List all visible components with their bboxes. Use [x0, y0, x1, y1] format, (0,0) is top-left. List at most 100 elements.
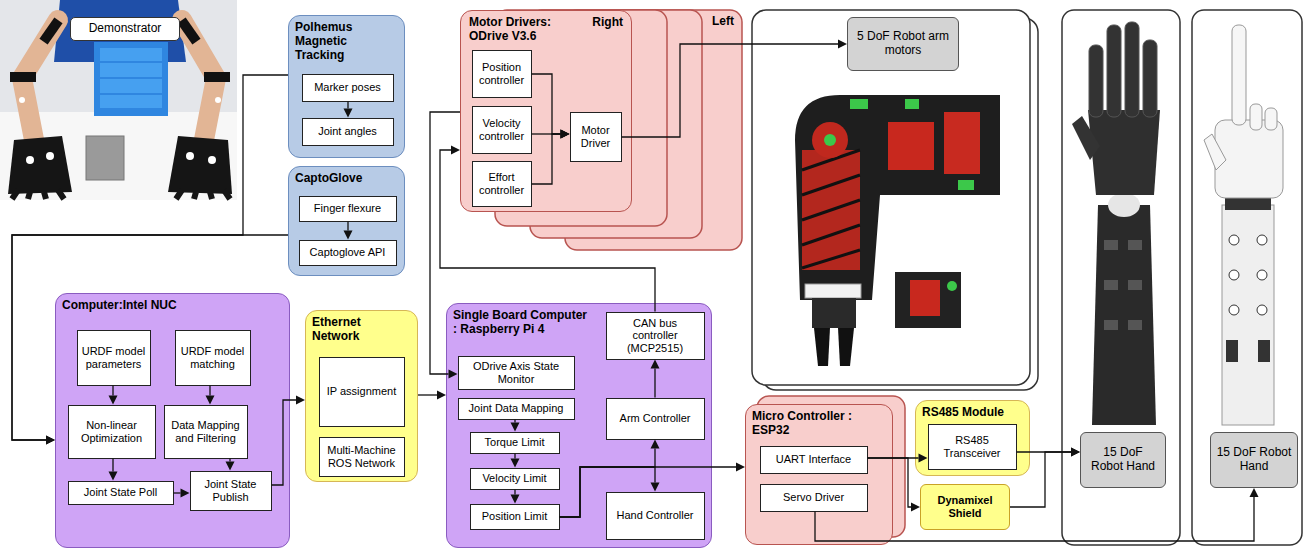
- process-box: Dynamixel Shield: [920, 484, 1010, 530]
- group-panel: Polhemus Magnetic TrackingMarker posesJo…: [288, 15, 405, 158]
- robot-arm-illustration-part: [958, 180, 974, 190]
- robot-arm-illustration-part: [944, 112, 980, 174]
- white-robot-hand-part: [1257, 270, 1267, 280]
- arrow-head: [511, 423, 520, 432]
- arrow-head: [911, 503, 920, 512]
- dark-robot-hand-part: [1128, 320, 1142, 330]
- dark-robot-hand-part: [1125, 22, 1139, 117]
- connector-arrow: [226, 459, 235, 471]
- robot-arm-illustration-part: [850, 99, 868, 109]
- node-text: Finger flexure: [314, 202, 381, 215]
- connector-arrow: [1010, 448, 1080, 508]
- white-robot-hand-part: [1229, 305, 1239, 315]
- dark-robot-hand-part: [1104, 240, 1118, 250]
- robot-arm-illustration-part: [905, 99, 919, 109]
- connector-line: [209, 386, 210, 396]
- photo-label: Demonstrator: [70, 17, 180, 41]
- demonstrator-photo-part: [12, 190, 64, 199]
- group-panel: Ethernet NetworkIP assignmentMulti-Machi…: [305, 310, 418, 482]
- connector-line: [12, 75, 288, 440]
- arrow-head: [46, 436, 55, 445]
- demonstrator-photo-part: [39, 17, 62, 44]
- process-box: Servo Driver: [760, 484, 868, 512]
- dark-robot-hand-part: [1107, 25, 1121, 117]
- demonstrator-photo-part: [22, 20, 58, 150]
- connector-line: [347, 222, 348, 231]
- connector-arrow: [418, 391, 446, 400]
- node-text: Non-linear Optimization: [73, 419, 151, 444]
- dark-robot-hand-part: [1128, 240, 1142, 250]
- group-heading: Polhemus Magnetic Tracking: [295, 21, 398, 62]
- arrow-head: [736, 463, 745, 472]
- white-robot-hand-part: [1265, 108, 1277, 130]
- arrow-head: [838, 40, 847, 49]
- dark-robot-hand-part: [1072, 116, 1100, 160]
- group-heading: Motor Drivers: ODrive V3.6: [469, 16, 587, 44]
- process-box: Multi-Machine ROS Network: [319, 437, 405, 477]
- node-text: Dynamixel Shield: [925, 494, 1005, 519]
- node-text: UART Interface: [776, 453, 851, 466]
- connector-arrow: [12, 75, 288, 445]
- robot-arm-illustration-part: [812, 298, 856, 328]
- node-text: Effort controller: [477, 171, 527, 196]
- group-panel: Computer:Intel NUCURDF model parametersU…: [55, 293, 290, 548]
- process-box: Finger flexure: [299, 196, 397, 222]
- node-text: Joint angles: [318, 125, 377, 138]
- connector-arrow: [511, 420, 520, 432]
- hand-panels-part: [1192, 10, 1302, 545]
- process-box: Joint State Poll: [68, 481, 174, 505]
- arrow-head: [651, 360, 660, 369]
- robot-arm-illustration-part: [888, 122, 934, 170]
- connector-line: [560, 449, 656, 518]
- arrow-head: [344, 231, 353, 240]
- arrow-head: [451, 146, 460, 155]
- process-box: URDF model parameters: [77, 330, 151, 386]
- arrow-head: [344, 109, 353, 118]
- group-panel: CaptoGloveFinger flexureCaptoglove API: [288, 166, 405, 276]
- process-box: Position controller: [472, 50, 532, 98]
- node-text: Servo Driver: [783, 491, 844, 504]
- robot-arm-illustration-part: [805, 284, 861, 298]
- connector-arrow: [12, 235, 288, 445]
- connector-arrow: [109, 386, 118, 405]
- white-robot-hand: [1204, 25, 1283, 425]
- arrow-head: [511, 495, 520, 504]
- demonstrator-photo-part: [94, 42, 168, 116]
- process-box: ODrive Axis State Monitor: [458, 356, 575, 390]
- connector-line: [112, 386, 113, 396]
- connector-line: [654, 369, 655, 398]
- white-robot-hand-part: [1250, 104, 1262, 130]
- demonstrator-photo-part: [0, 0, 237, 200]
- arrow-head: [181, 489, 190, 498]
- device-box: 5 DoF Robot arm motors: [847, 17, 959, 71]
- connector-arrow: [344, 102, 353, 118]
- node-text: Joint State Poll: [84, 486, 157, 499]
- demonstrator-photo-part: [46, 152, 54, 160]
- dark-robot-hand-part: [1088, 110, 1160, 195]
- white-robot-hand-part: [1257, 235, 1267, 245]
- connector-line: [112, 459, 113, 472]
- demonstrator-photo-part: [168, 136, 232, 194]
- process-box: Joint State Publish: [190, 471, 272, 511]
- robot-arm-illustration: [795, 95, 1000, 366]
- node-text: URDF model parameters: [82, 345, 146, 370]
- node-text: IP assignment: [327, 385, 397, 398]
- node-text: Velocity controller: [477, 117, 527, 142]
- arrow-head: [1071, 448, 1080, 457]
- node-text: Hand Controller: [616, 509, 693, 522]
- connector-arrow: [560, 463, 746, 518]
- node-text: Position controller: [477, 61, 527, 86]
- demonstrator-photo-part: [100, 48, 162, 108]
- process-box: Motor Driver: [570, 112, 622, 162]
- connector-line: [12, 235, 288, 440]
- group-heading: CaptoGlove: [295, 172, 398, 186]
- connector-line: [514, 420, 515, 423]
- dark-robot-hand-part: [1104, 320, 1118, 330]
- dark-robot-hand-part: [1128, 280, 1142, 290]
- node-text: URDF model matching: [180, 345, 246, 370]
- process-box: Effort controller: [472, 161, 532, 207]
- node-text: Joint State Publish: [195, 478, 267, 503]
- device-box: 15 DoF Robot Hand: [1080, 432, 1166, 488]
- robot-arm-illustration-part: [947, 281, 957, 291]
- node-text: 5 DoF Robot arm motors: [853, 30, 953, 58]
